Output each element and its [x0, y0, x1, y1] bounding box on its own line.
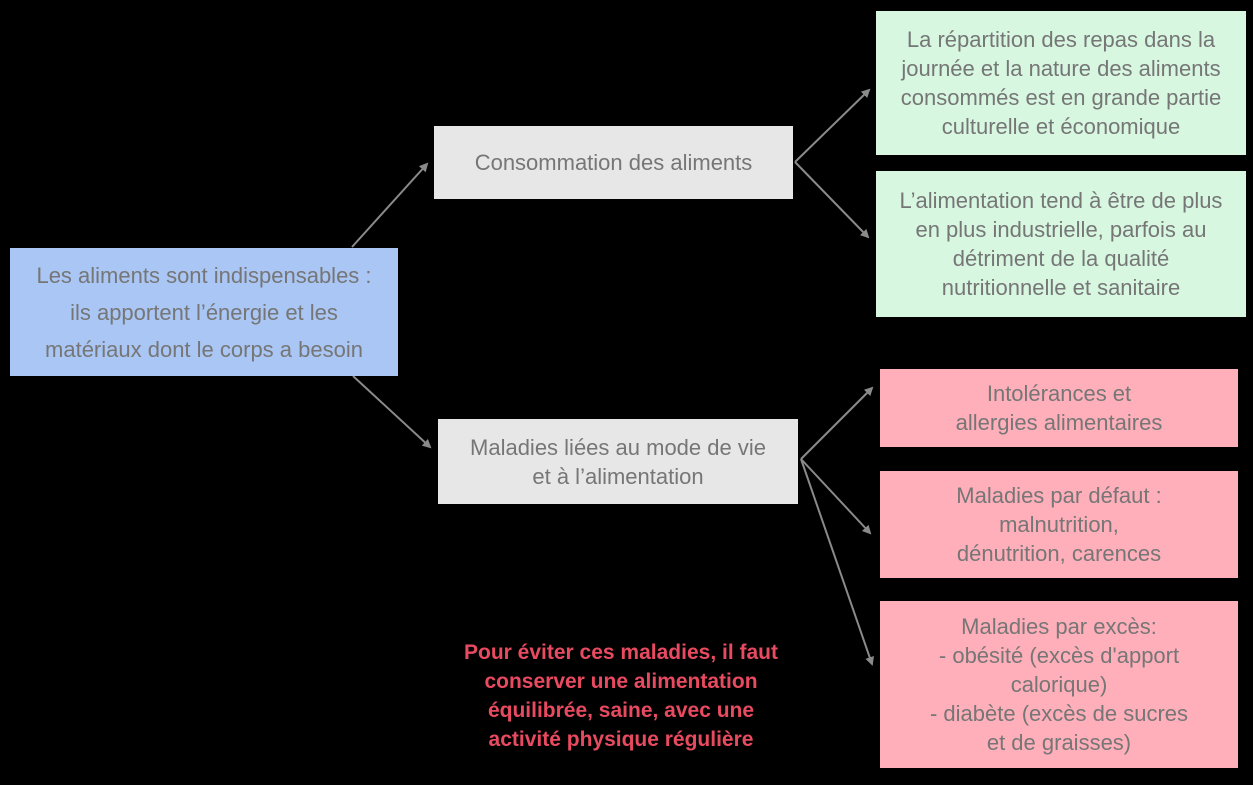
node-intolerances-allergies: Intolérances et allergies alimentaires [880, 369, 1238, 447]
node-repartition-repas: La répartition des repas dans la journée… [876, 11, 1246, 155]
prevention-note: Pour éviter ces maladies, il faut conser… [464, 640, 778, 751]
arrow-root-to-consommation [351, 162, 429, 248]
arrow-root-to-maladies [352, 375, 432, 449]
node-consommation-des-aliments: Consommation des aliments [434, 126, 793, 199]
arrow-maladies-to-defaut [800, 458, 872, 535]
node-aliments-indispensables: Les aliments sont indispensables : ils a… [10, 248, 398, 376]
arrow-consommation-to-repartition [794, 88, 871, 163]
node-maladies-par-exces: Maladies par excès: - obésité (excès d'a… [880, 601, 1238, 768]
node-maladies-par-defaut: Maladies par défaut : malnutrition, dénu… [880, 471, 1238, 578]
arrow-consommation-to-industrielle [794, 161, 870, 239]
node-maladies-mode-de-vie: Maladies liées au mode de vie et à l’ali… [438, 419, 798, 504]
node-alimentation-industrielle: L’alimentation tend à être de plus en pl… [876, 171, 1246, 317]
arrow-maladies-to-exces [800, 458, 874, 666]
arrow-maladies-to-intolerances [800, 386, 874, 460]
